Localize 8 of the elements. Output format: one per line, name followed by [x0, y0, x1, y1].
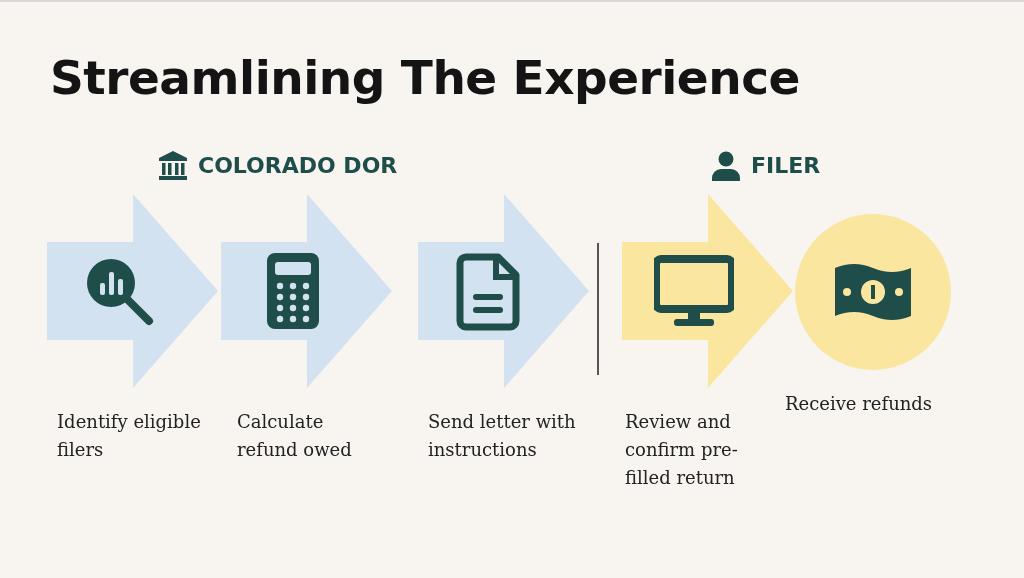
- group-heading: COLORADO DOR: [198, 153, 398, 178]
- title: Streamlining The Experience: [50, 50, 800, 105]
- step-caption: Receive refunds: [785, 392, 934, 416]
- step-caption: Send letter with instructions: [428, 410, 577, 462]
- step-caption: Calculate refund owed: [237, 410, 353, 462]
- step-caption: Identify eligible filers: [57, 410, 202, 462]
- group-heading: FILER: [751, 153, 821, 178]
- step-caption: Review and confirm pre-filled return: [625, 410, 739, 490]
